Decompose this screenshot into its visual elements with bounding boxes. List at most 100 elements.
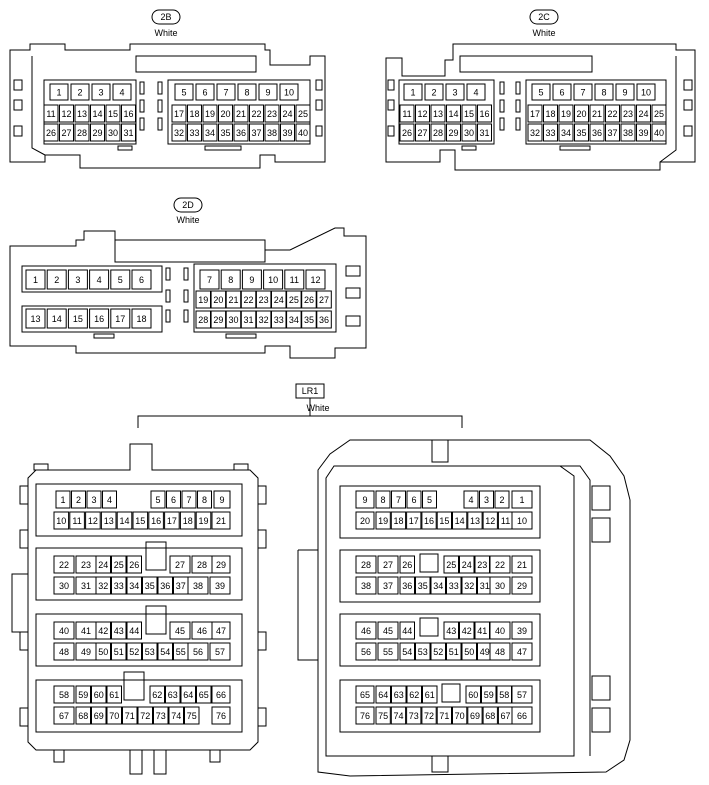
lr1-right-pin-15: 15 xyxy=(436,511,453,530)
pin-label: 38 xyxy=(193,581,203,591)
lr1-left-pin-16: 16 xyxy=(148,511,164,530)
pin-label: 3 xyxy=(91,495,96,505)
lr1-right-pin-76: 76 xyxy=(355,706,375,725)
pin-label: 29 xyxy=(517,581,527,591)
c2b-pin-39: 39 xyxy=(280,123,295,142)
c2c-pin-14: 14 xyxy=(446,104,461,123)
lr1-left-pin-33: 33 xyxy=(111,576,127,595)
pin-label: 21 xyxy=(592,109,602,119)
pin-label: 23 xyxy=(623,109,633,119)
tag-2d-color: White xyxy=(176,215,199,225)
lr1-left-pin-61: 61 xyxy=(106,685,122,704)
pin-label: 30 xyxy=(464,128,474,138)
pin-label: 50 xyxy=(98,647,108,657)
pin-label: 55 xyxy=(176,647,186,657)
lr1-left-pin-70: 70 xyxy=(106,706,122,725)
lr1-right-pin-28: 28 xyxy=(355,555,377,574)
lr1-left-pin-6: 6 xyxy=(166,490,181,509)
pin-label: 35 xyxy=(418,581,428,591)
lr1-right-pin-7: 7 xyxy=(391,490,406,509)
pin-label: 30 xyxy=(495,581,505,591)
pin-label: 66 xyxy=(517,711,527,721)
pin-label: 1 xyxy=(56,88,61,98)
lr1-right-pin-3: 3 xyxy=(479,490,494,509)
c2b-pin-10: 10 xyxy=(279,83,299,101)
pin-label: 15 xyxy=(135,516,145,526)
c2d-pin-24: 24 xyxy=(271,290,287,309)
lr1-left-pin-58: 58 xyxy=(53,685,75,704)
lr1-left-pin-46: 46 xyxy=(191,621,213,640)
lr1-right-pin-39: 39 xyxy=(511,621,533,640)
pin-label: 34 xyxy=(561,128,571,138)
pin-label: 13 xyxy=(433,109,443,119)
pin-label: 35 xyxy=(576,128,586,138)
lr1-left-pin-48: 48 xyxy=(53,642,75,661)
c2b-pin-36: 36 xyxy=(233,123,249,142)
tag-lr1: LR1 xyxy=(302,386,319,396)
pin-label: 8 xyxy=(228,275,233,285)
tag-2b-pill xyxy=(151,9,181,25)
lr1-left-pin-36: 36 xyxy=(157,576,173,595)
c2d-pin-18: 18 xyxy=(131,308,152,329)
lr1-right-pin-51: 51 xyxy=(446,642,462,661)
c2d-pin-33: 33 xyxy=(271,310,287,329)
pin-label: 36 xyxy=(319,315,329,325)
c2d-pin-1: 1 xyxy=(25,269,46,290)
lr1-right-pin-24: 24 xyxy=(459,555,475,574)
lr1-right-pin-61: 61 xyxy=(422,685,438,704)
pin-label: 37 xyxy=(251,128,261,138)
lr1-right-pin-11: 11 xyxy=(497,511,514,530)
lr1-right-pin-5: 5 xyxy=(422,490,437,509)
lr1-right-pin-31: 31 xyxy=(477,576,493,595)
lr1-left-pin-39: 39 xyxy=(209,576,231,595)
c2c-pin-27: 27 xyxy=(415,123,430,142)
lr1-left-pin-29: 29 xyxy=(211,555,231,574)
c2c-pin-40: 40 xyxy=(651,123,667,142)
pin-label: 27 xyxy=(319,295,329,305)
pin-label: 39 xyxy=(282,128,292,138)
pin-label: 65 xyxy=(199,690,209,700)
pin-label: 4 xyxy=(97,275,102,285)
pin-label: 14 xyxy=(52,314,62,324)
c2b-pin-24: 24 xyxy=(280,104,295,123)
c2b-pin-17: 17 xyxy=(171,104,187,123)
lr1-right-housing xyxy=(297,439,631,777)
pin-label: 73 xyxy=(409,711,419,721)
lr1-left-pin-2: 2 xyxy=(71,490,86,509)
pin-label: 32 xyxy=(98,581,108,591)
pin-label: 2 xyxy=(499,495,504,505)
lr1-left-pin-60: 60 xyxy=(91,685,107,704)
lr1-left-pin-57: 57 xyxy=(209,642,231,661)
pin-label: 16 xyxy=(151,516,161,526)
pin-label: 42 xyxy=(98,626,108,636)
pin-label: 15 xyxy=(73,314,83,324)
pin-label: 53 xyxy=(145,647,155,657)
pin-label: 53 xyxy=(418,647,428,657)
lr1-right-pin-29: 29 xyxy=(511,576,533,595)
c2d-pin-21: 21 xyxy=(225,290,242,309)
lr1-right-pin-44: 44 xyxy=(399,621,415,640)
pin-label: 28 xyxy=(433,128,443,138)
lr1-left-pin-15: 15 xyxy=(132,511,149,530)
pin-label: 43 xyxy=(446,626,456,636)
lr1-right-pin-74: 74 xyxy=(390,706,407,725)
pin-label: 57 xyxy=(215,647,225,657)
lr1-left-pin-75: 75 xyxy=(184,706,200,725)
lr1-right-pin-45: 45 xyxy=(377,621,399,640)
pin-label: 3 xyxy=(452,88,457,98)
pin-label: 27 xyxy=(417,128,427,138)
c2b-pin-29: 29 xyxy=(90,123,105,142)
pin-label: 49 xyxy=(480,647,490,657)
c2d-pin-10: 10 xyxy=(263,269,284,290)
pin-label: 60 xyxy=(94,690,104,700)
pin-label: 46 xyxy=(361,626,371,636)
pin-label: 2 xyxy=(77,88,82,98)
c2d-pin-20: 20 xyxy=(210,290,227,309)
lr1-right-pin-50: 50 xyxy=(461,642,477,661)
pin-label: 72 xyxy=(424,711,434,721)
c2c-pin-18: 18 xyxy=(543,104,558,123)
c2d-pin-12: 12 xyxy=(305,269,326,290)
pin-label: 36 xyxy=(592,128,602,138)
c2b-pin-6: 6 xyxy=(195,83,215,101)
lr1-right-pin-12: 12 xyxy=(482,511,498,530)
